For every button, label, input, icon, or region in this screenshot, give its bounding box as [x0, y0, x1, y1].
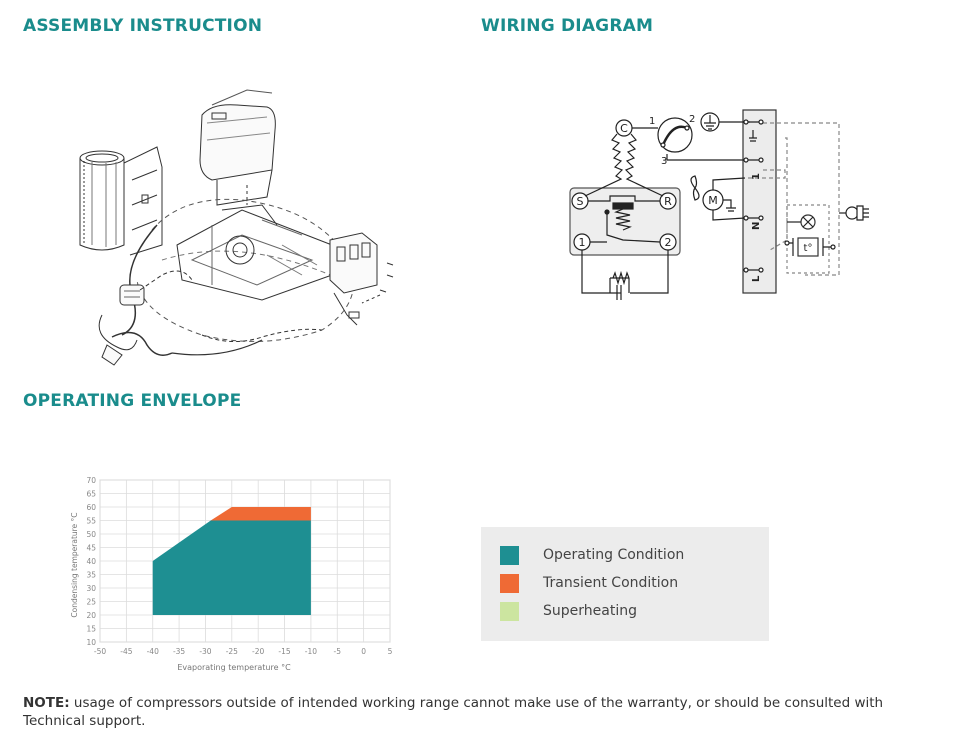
x-axis-label: Evaporating temperature °C	[177, 663, 291, 672]
svg-text:t°: t°	[804, 243, 813, 254]
y-axis-label: Condensing temperature °C	[70, 512, 79, 617]
thermostat-icon: t°	[784, 237, 836, 257]
warranty-note: NOTE: usage of compressors outside of in…	[23, 694, 943, 730]
terminal-c: C	[615, 119, 633, 137]
assembly-heading: ASSEMBLY INSTRUCTION	[23, 16, 263, 36]
note-text: usage of compressors outside of intended…	[23, 695, 884, 729]
x-tick-label: -50	[94, 647, 106, 656]
y-tick-label: 35	[86, 571, 96, 580]
x-tick-label: -30	[199, 647, 211, 656]
x-tick-label: -5	[334, 647, 342, 656]
run-capacitor	[581, 250, 669, 300]
svg-text:3: 3	[661, 156, 667, 167]
strip-connections	[743, 119, 764, 273]
x-tick-label: -35	[173, 647, 185, 656]
terminal-strip	[742, 109, 777, 294]
y-tick-label: 40	[86, 557, 96, 566]
y-tick-label: 60	[86, 503, 96, 512]
relay-internals	[588, 195, 661, 243]
svg-text:M: M	[708, 194, 718, 207]
lamp-thermostat-box	[786, 204, 830, 274]
x-tick-label: 0	[361, 647, 366, 656]
terminal-block-drawing	[329, 232, 394, 326]
legend-item-transient: Transient Condition	[500, 573, 678, 593]
svg-text:1: 1	[751, 173, 762, 180]
plug-icon	[839, 205, 869, 221]
y-tick-label: 50	[86, 530, 96, 539]
run-winding	[624, 133, 664, 197]
capacitor-drawing	[79, 150, 125, 251]
x-tick-label: -20	[252, 647, 264, 656]
operating-condition-area	[152, 520, 311, 615]
svg-text:R: R	[664, 195, 672, 208]
x-tick-label: -45	[120, 647, 132, 656]
chart-legend: Operating Condition Transient Condition …	[481, 527, 769, 641]
x-tick-label: -15	[278, 647, 290, 656]
x-tick-label: -10	[305, 647, 317, 656]
thermal-protector: 1 2 3	[632, 114, 743, 167]
y-tick-label: 25	[86, 598, 96, 607]
envelope-heading: OPERATING ENVELOPE	[23, 391, 242, 411]
note-prefix: NOTE:	[23, 695, 70, 711]
y-tick-label: 20	[86, 611, 96, 620]
y-tick-label: 15	[86, 625, 96, 634]
y-tick-label: 55	[86, 517, 96, 526]
y-tick-labels: 10 15 20 25 30 35 40 45 50 55 60 65 70	[86, 476, 96, 647]
svg-text:S: S	[577, 195, 584, 208]
svg-text:N: N	[751, 222, 762, 230]
dashed-wiring	[763, 122, 840, 276]
svg-text:C: C	[620, 122, 628, 135]
relay-cover-drawing	[199, 104, 276, 206]
transient-condition-area	[210, 507, 311, 521]
legend-swatch-operating	[500, 545, 519, 565]
legend-label-superheating: Superheating	[543, 603, 637, 619]
legend-swatch-superheating	[500, 601, 519, 621]
legend-label-operating: Operating Condition	[543, 547, 685, 563]
y-tick-label: 10	[86, 638, 96, 647]
y-tick-label: 30	[86, 584, 96, 593]
svg-text:2: 2	[665, 236, 672, 249]
compressor-outline-drawing	[136, 198, 355, 342]
svg-text:1: 1	[579, 236, 586, 249]
y-tick-label: 65	[86, 490, 96, 499]
wiring-heading: WIRING DIAGRAM	[481, 16, 654, 36]
x-tick-label: -40	[147, 647, 159, 656]
legend-item-operating: Operating Condition	[500, 545, 684, 565]
y-tick-label: 70	[86, 476, 96, 485]
svg-text:L: L	[751, 275, 762, 282]
lamp-icon	[787, 214, 816, 230]
bracket-drawing	[123, 146, 163, 256]
wiring-schematic: C S R 1 2 1 2	[569, 109, 869, 300]
terminal-1: 1	[573, 233, 591, 251]
svg-text:2: 2	[689, 114, 695, 125]
start-winding	[584, 133, 624, 197]
chart-areas	[152, 507, 311, 615]
fan-motor: M	[690, 175, 746, 221]
svg-text:1: 1	[649, 116, 655, 127]
legend-swatch-transient	[500, 573, 519, 593]
legend-label-transient: Transient Condition	[543, 575, 679, 591]
x-tick-label: 5	[388, 647, 393, 656]
x-tick-label: -25	[226, 647, 238, 656]
y-tick-label: 45	[86, 544, 96, 553]
terminal-2: 2	[659, 233, 677, 251]
assembly-illustration	[79, 89, 394, 366]
legend-item-superheating: Superheating	[500, 601, 637, 621]
power-cable-drawing	[98, 224, 323, 366]
